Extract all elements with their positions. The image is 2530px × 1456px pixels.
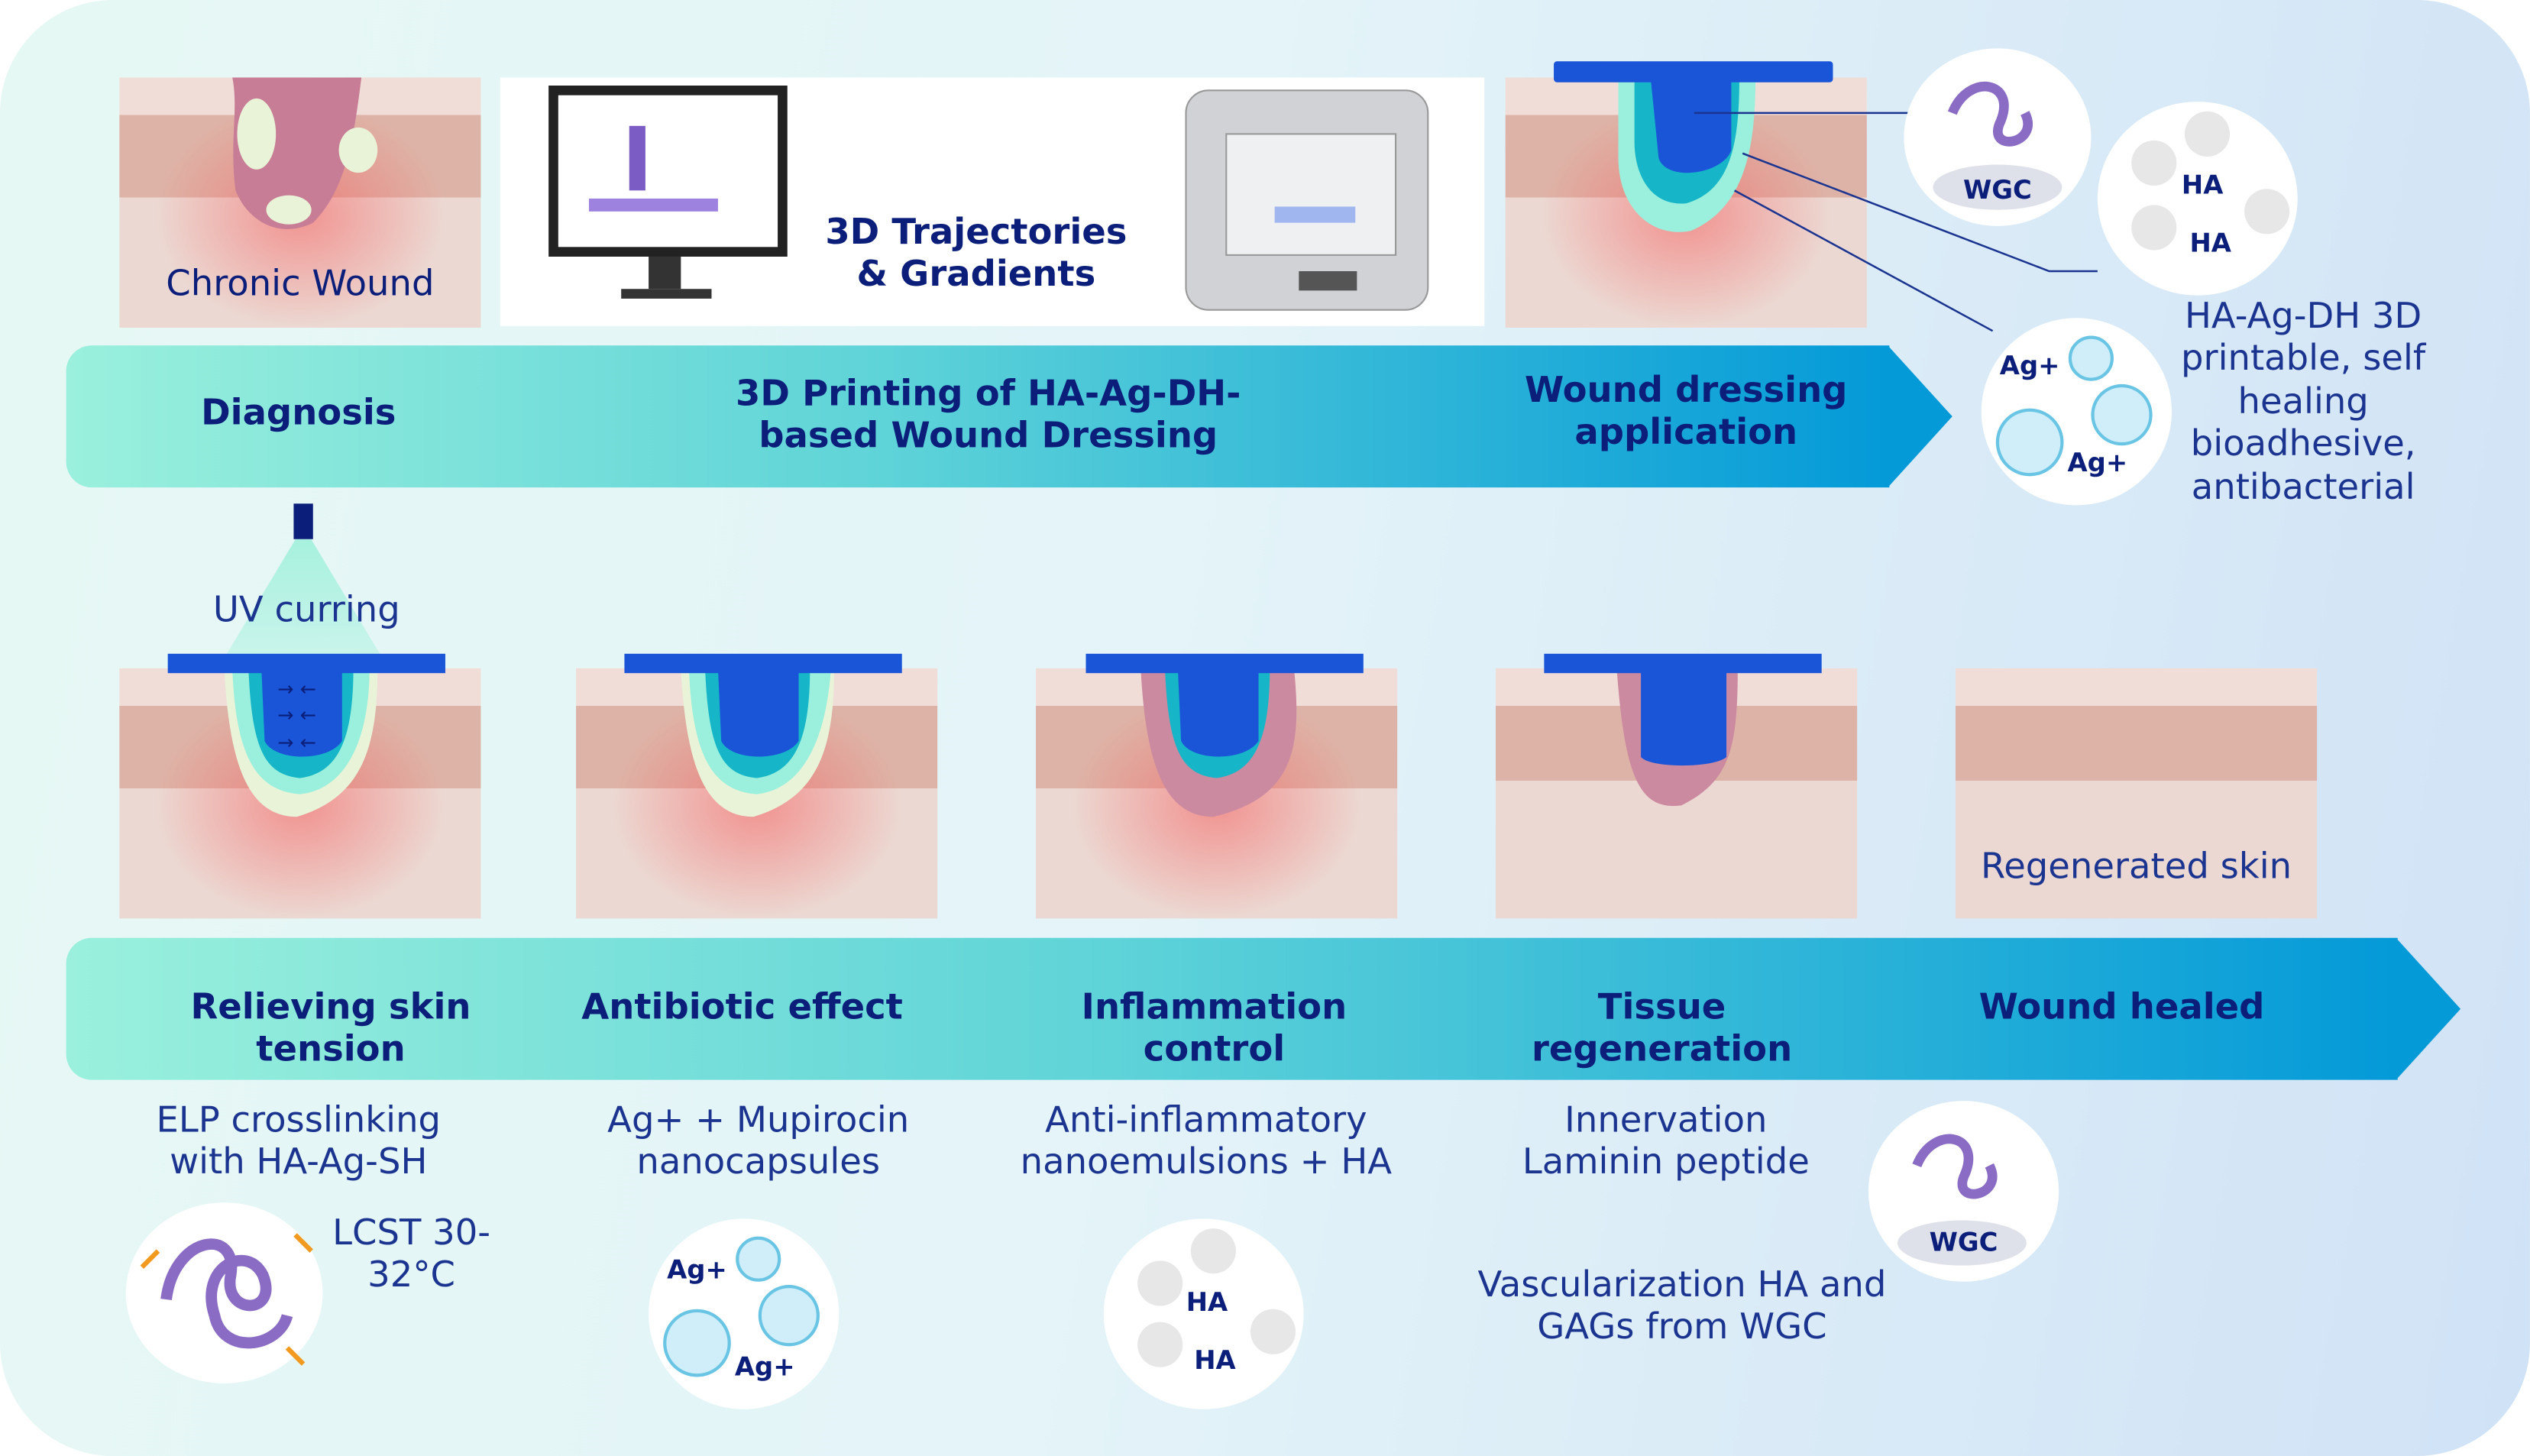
- ha-label: HA: [1194, 1344, 1236, 1376]
- stage-antibiotic: Antibiotic effect: [581, 988, 903, 1029]
- ha-label: HA: [2181, 169, 2224, 201]
- panel-skin-tension: → ← → ← → ←: [119, 668, 481, 919]
- ag-label: Ag+: [2067, 447, 2128, 478]
- svg-text:→ ←: → ←: [277, 678, 316, 700]
- chronic-wound-label: Chronic Wound: [166, 264, 435, 306]
- ha-nanoemulsion-circle: HA HA: [1103, 1218, 1304, 1409]
- stage-tissue-regeneration: Tissue regeneration: [1531, 988, 1793, 1071]
- ha-label: HA: [1186, 1286, 1228, 1318]
- ag-label: Ag+: [1999, 350, 2060, 381]
- stage-inflammation: Inflammation control: [1081, 988, 1348, 1071]
- stage-application: Wound dressing application: [1525, 371, 1848, 455]
- dressing-top-bar: [1554, 61, 1833, 83]
- chronic-wound-panel: [119, 77, 481, 328]
- uv-lamp-icon: [293, 503, 313, 539]
- process-arrow-top: [66, 345, 1890, 488]
- uv-label: UV curring: [212, 590, 400, 632]
- caption-lcst: LCST 30-32°C: [332, 1214, 491, 1297]
- wgc-circle: WGC: [1868, 1101, 2059, 1282]
- caption-vascularization: Vascularization HA and GAGs from WGC: [1477, 1265, 1887, 1349]
- caption-innervation: Innervation Laminin peptide: [1522, 1101, 1810, 1184]
- stage-diagnosis: Diagnosis: [201, 393, 396, 435]
- ag-circle: Ag+ Ag+: [1981, 318, 2172, 506]
- ag-label: Ag+: [734, 1351, 795, 1382]
- process-arrow-bottom: [66, 937, 2398, 1080]
- wgc-label: WGC: [1962, 174, 2032, 205]
- dressing-bar-tension: [167, 653, 445, 674]
- caption-inflammation: Anti-inflammatory nanoemulsions + HA: [1020, 1101, 1393, 1184]
- panel-antibiotic: [576, 668, 938, 919]
- panel-inflammation: [1036, 668, 1398, 919]
- stage-wound-healed: Wound healed: [1978, 988, 2265, 1029]
- dressing-bar-inflammation: [1085, 653, 1364, 674]
- monitor-icon: [548, 85, 1429, 311]
- caption-antibiotic: Ag+ + Mupirocin nanocapsules: [607, 1101, 910, 1184]
- panel-healed: [1955, 668, 2318, 919]
- svg-text:→ ←: → ←: [277, 704, 316, 726]
- dressing-application-panel: [1505, 77, 1867, 328]
- wgc-circle: WGC: [1904, 48, 2092, 226]
- printing-caption: 3D Trajectories & Gradients: [825, 212, 1128, 296]
- elp-polymer-circle: [125, 1202, 323, 1383]
- stage-skin-tension: Relieving skin tension: [190, 988, 471, 1071]
- ag-nanocapsule-circle: Ag+ Ag+: [649, 1218, 840, 1409]
- ha-circle: HA HA: [2097, 102, 2298, 296]
- dressing-bar-regeneration: [1544, 653, 1822, 674]
- wgc-label: WGC: [1929, 1226, 1998, 1258]
- arrowhead: [2396, 937, 2461, 1080]
- arrowhead: [1888, 345, 1952, 488]
- ha-label: HA: [2189, 227, 2231, 259]
- printing-panel: 3D Trajectories & Gradients: [500, 77, 1485, 326]
- panel-tissue-regeneration: [1496, 668, 1858, 919]
- caption-elp: ELP crosslinking with HA-Ag-SH: [156, 1101, 442, 1184]
- stage-3d-printing: 3D Printing of HA-Ag-DH-based Wound Dres…: [735, 374, 1241, 458]
- ag-label: Ag+: [667, 1254, 727, 1286]
- svg-text:→ ←: → ←: [277, 730, 316, 753]
- dressing-bar-antibiotic: [624, 653, 902, 674]
- regenerated-skin-label: Regenerated skin: [1981, 847, 2292, 888]
- material-description: HA-Ag-DH 3D printable, self healing bioa…: [2181, 296, 2426, 508]
